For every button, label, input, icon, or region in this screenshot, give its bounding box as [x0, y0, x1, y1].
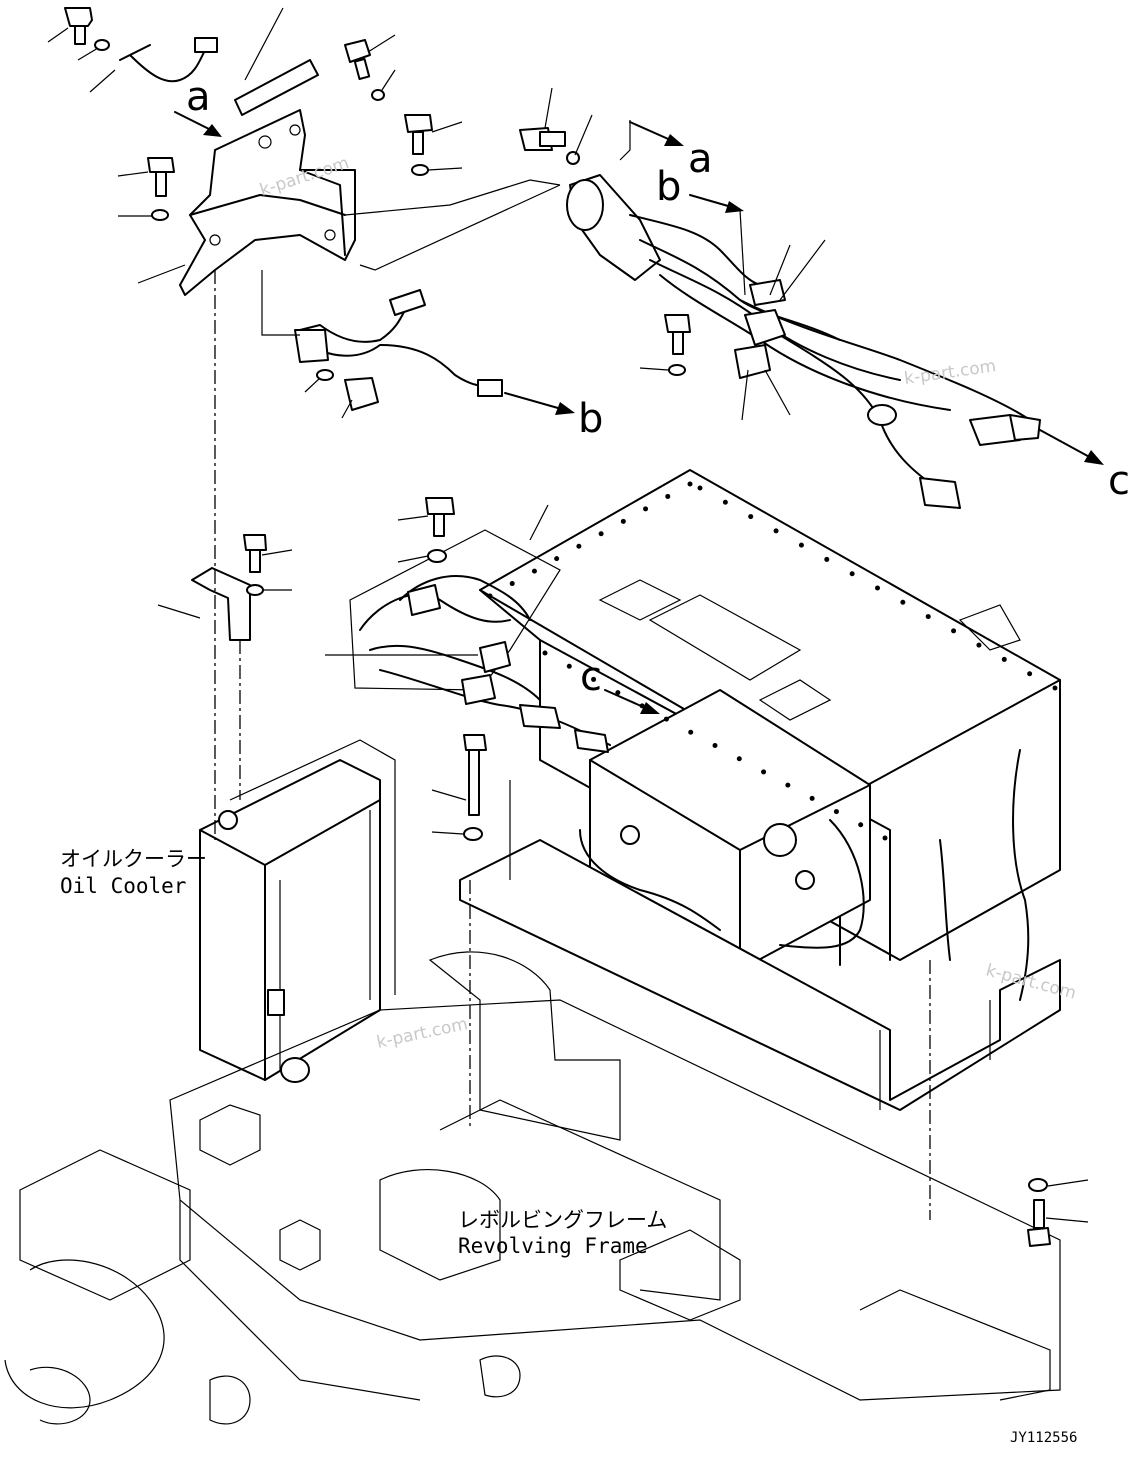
- oil-cooler: [157, 270, 396, 1083]
- mounting-bracket-assembly: [47, 7, 575, 419]
- bolt-dot: [591, 676, 597, 682]
- unit-bolt-row: [487, 481, 1058, 841]
- ref-a-bracket: a: [186, 74, 211, 120]
- revolving-frame-label-en: Revolving Frame: [458, 1234, 648, 1258]
- bolt-dot: [615, 690, 621, 696]
- drawing-number: JY112556: [1010, 1430, 1077, 1446]
- oil-cooler-label-jp: オイルクーラー: [60, 847, 207, 871]
- bolt-dot: [697, 485, 703, 491]
- hose-clamp-assembly: [325, 497, 660, 753]
- bolt-dot: [882, 835, 888, 841]
- bolt-dot: [748, 514, 754, 520]
- ref-a-arrow: a: [688, 136, 713, 182]
- bolt-dot: [566, 663, 572, 669]
- bolt-dot: [858, 822, 864, 828]
- bolt-dot: [1052, 685, 1058, 691]
- bolt-dot: [849, 571, 855, 577]
- bolt-dot: [925, 614, 931, 620]
- bolt-dot: [761, 769, 767, 775]
- bolt-dot: [900, 599, 906, 605]
- bolt-dot: [542, 650, 548, 656]
- ref-c-arrow: c: [1108, 458, 1130, 504]
- bolt-dot: [875, 585, 880, 591]
- bolt-dot: [576, 543, 582, 549]
- bolt-dot: [722, 499, 728, 505]
- revolving-frame-label-jp: レボルビングフレーム: [458, 1208, 667, 1232]
- bolt-dot: [809, 795, 815, 801]
- bolt-dot: [951, 628, 957, 634]
- ref-b-arrow: b: [578, 396, 603, 442]
- bolt-dot: [824, 556, 830, 562]
- bolt-dot: [976, 642, 982, 648]
- bolt-dot: [687, 481, 693, 487]
- bolt-dot: [736, 756, 742, 762]
- controller-unit: [459, 469, 1061, 1111]
- watermark-4: k-part.com: [375, 1014, 470, 1053]
- bolt-dot: [663, 716, 669, 722]
- bolt-dot: [620, 518, 626, 524]
- watermark-2: k-part.com: [903, 356, 997, 389]
- bolt-dot: [554, 556, 560, 562]
- bolt-dot: [1001, 656, 1007, 662]
- oil-cooler-label-en: Oil Cooler: [60, 874, 186, 898]
- bolt-dot: [487, 593, 493, 599]
- ref-b-harness: b: [656, 164, 681, 210]
- bolt-dot: [643, 506, 649, 512]
- bolt-dot: [785, 782, 791, 788]
- bolt-dot: [598, 531, 604, 537]
- bolt-dot: [531, 568, 537, 574]
- bolt-dot: [1027, 671, 1033, 677]
- bolt-dot: [712, 743, 718, 748]
- bolt-dot: [665, 493, 671, 499]
- cable-harness-assembly: [519, 87, 1104, 509]
- bolt-dot: [688, 729, 694, 735]
- revolving-frame: [4, 734, 1089, 1425]
- bolt-dot: [798, 542, 804, 548]
- bolt-dot: [773, 528, 779, 534]
- ref-c-unit: c: [580, 654, 602, 700]
- bolt-dot: [833, 809, 839, 815]
- bolt-dot: [509, 581, 515, 587]
